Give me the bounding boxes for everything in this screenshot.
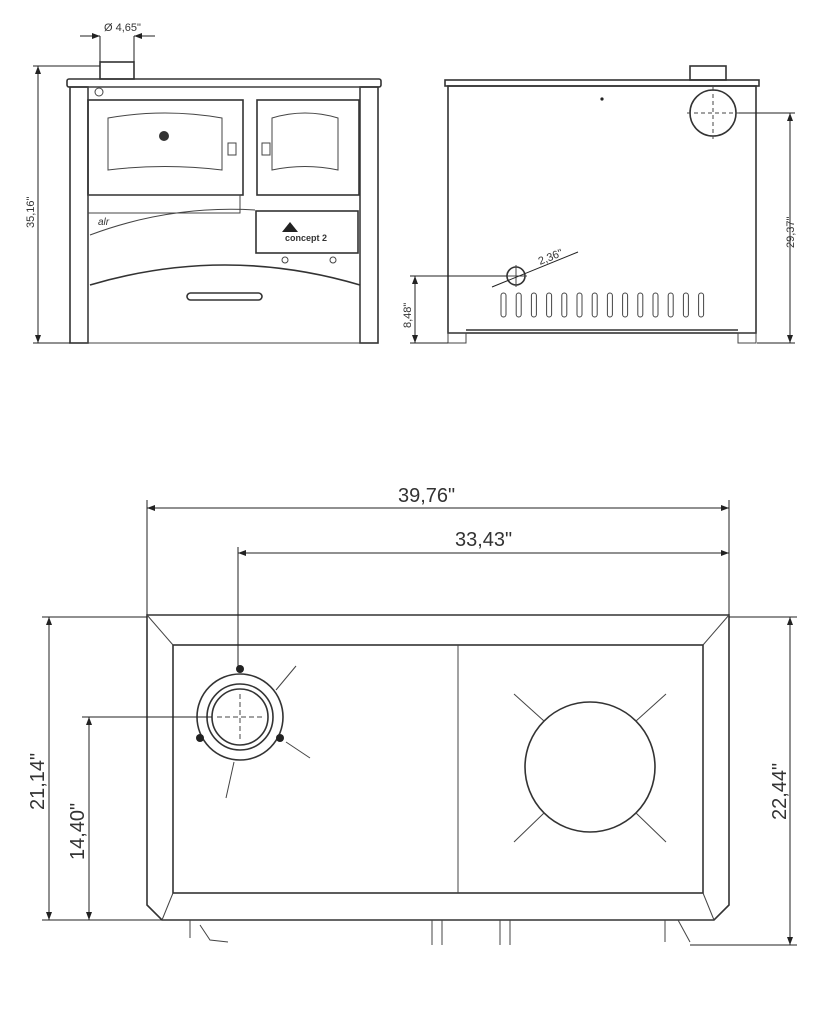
flue-pipe [99, 61, 135, 80]
brand-logo: concept 2 [285, 233, 327, 243]
height-label: 35,16" [25, 196, 37, 228]
flue-height-label: 29,37" [785, 216, 797, 248]
total-width-label: 39,76" [398, 485, 455, 507]
cooktop-outline [146, 614, 730, 921]
inlet-diameter-label: 2,36" [537, 247, 565, 268]
hotplate-ring [513, 693, 667, 843]
right-side-panel [359, 86, 379, 344]
vent-slot [652, 292, 659, 318]
thermometer-icon [159, 131, 169, 141]
inlet-height-label: 8,48" [402, 303, 414, 328]
vent-slot [682, 292, 689, 318]
vent-slot [546, 292, 553, 318]
flue-depth-label: 21,14" [27, 753, 49, 810]
flue-collar [196, 665, 311, 799]
brand-badge: alr [98, 217, 110, 228]
vent-slot [530, 292, 537, 318]
top-view: 39,76" 33,43" 21,14" 14,40" 22,44" [27, 485, 797, 946]
vent-slot [622, 292, 629, 318]
drawer-handle [186, 292, 263, 301]
oven-door [87, 99, 244, 196]
front-view: alr concept 2 Ø 4,65" 35,16" [25, 22, 382, 344]
vent-slots [500, 292, 705, 318]
vent-slot [606, 292, 613, 318]
total-depth-label: 22,44" [769, 763, 791, 820]
vent-slot [576, 292, 583, 318]
left-side-panel [69, 86, 89, 344]
feet [189, 919, 691, 945]
flue-diameter-label: Ø 4,65" [104, 22, 141, 34]
back-view: 29,37" 2,36" 8,48" [402, 65, 797, 344]
vent-slot [637, 292, 644, 318]
vent-slot [667, 292, 674, 318]
flue-from-front-label: 14,40" [67, 803, 89, 860]
vent-slot [591, 292, 598, 318]
top-plate [66, 78, 382, 88]
vent-slot [500, 292, 507, 318]
ash-door [255, 210, 359, 254]
cooktop-plate [172, 644, 704, 894]
vent-slot [561, 292, 568, 318]
vent-slot [515, 292, 522, 318]
flue-offset-label: 33,43" [455, 529, 512, 551]
firebox-door [256, 99, 360, 196]
vent-slot [698, 292, 705, 318]
